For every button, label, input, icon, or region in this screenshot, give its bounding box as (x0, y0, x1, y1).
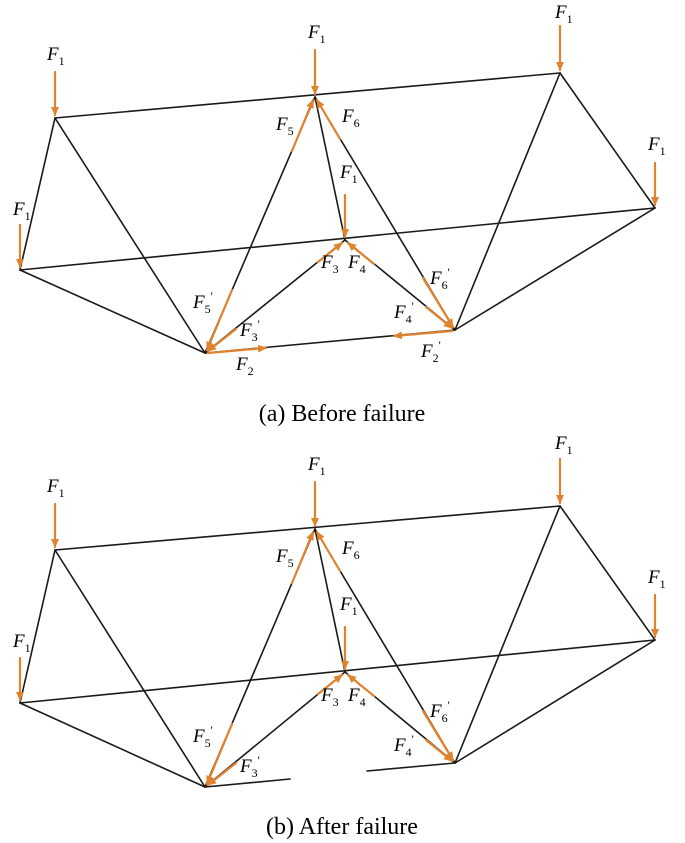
left-diagonal-back (54, 117, 206, 354)
left-diagonal-front (19, 269, 206, 354)
force-arrow-F5 (290, 98, 315, 153)
label-F1: F1 (46, 476, 65, 500)
label-F1: F1 (339, 594, 358, 618)
label-F1: F1 (46, 44, 65, 68)
label-F3-prime: F3' (239, 753, 260, 780)
label-F1: F1 (554, 433, 573, 457)
label-F4-prime: F4' (393, 732, 414, 759)
force-arrow-F6-prime (421, 709, 455, 762)
label-F6: F6 (341, 106, 360, 130)
left-diagonal-front (19, 702, 206, 788)
right-diagonal-back (454, 72, 561, 331)
force-arrow-F3-prime (206, 761, 238, 787)
right-diagonal-front (454, 639, 656, 764)
right-end-post (559, 72, 656, 209)
right-end-post (559, 505, 656, 641)
label-F6: F6 (341, 538, 360, 562)
force-arrow-F2-prime (392, 329, 454, 340)
label-F3: F3 (320, 252, 339, 276)
label-F1: F1 (647, 134, 666, 158)
truss-members (19, 505, 656, 788)
top-chord-back (54, 72, 561, 119)
left-end-post (19, 117, 56, 271)
label-F6-prime: F6' (429, 265, 450, 292)
label-F4-prime: F4' (393, 299, 414, 326)
label-F5-prime: F5' (192, 723, 213, 750)
bottom-chord-broken-right (366, 762, 456, 772)
label-F4: F4 (347, 252, 366, 276)
right-diagonal-front (454, 207, 656, 331)
left-diagonal-back (54, 549, 206, 788)
label-F6-prime: F6' (429, 698, 450, 725)
bottom-chord-broken-left (204, 778, 291, 788)
force-arrow-F3 (316, 241, 344, 264)
force-labels: F1 F1 F1 F1 F1 F1 F5 F6 F3 F4 F5' F3' F2… (12, 2, 666, 378)
top-chord-front (19, 207, 656, 271)
label-F3-prime: F3' (239, 317, 260, 344)
force-arrow-F5-prime (205, 288, 234, 352)
caption-before-failure: (a) Before failure (259, 401, 426, 427)
label-F1: F1 (647, 567, 666, 591)
force-arrow-F6 (315, 98, 342, 141)
force-labels: F1 F1 F1 F1 F1 F1 F5 F6 F3 F4 F5' F3' F6… (12, 433, 666, 780)
panel-after-failure: F1 F1 F1 F1 F1 F1 F5 F6 F3 F4 F5' F3' F6… (12, 433, 666, 840)
force-arrow-F6-prime (421, 276, 455, 329)
label-F5: F5 (275, 546, 294, 570)
force-arrow-F3 (316, 673, 344, 696)
label-F3: F3 (320, 685, 339, 709)
force-arrow-F4 (346, 241, 376, 266)
label-F2-prime: F2' (420, 338, 441, 365)
label-F1: F1 (307, 454, 326, 478)
force-arrow-F2 (206, 344, 268, 355)
center-post (314, 96, 346, 241)
label-F5: F5 (275, 114, 294, 138)
left-end-post (19, 549, 56, 704)
force-arrow-F5 (290, 530, 315, 585)
right-diagonal-back (454, 505, 561, 764)
label-F1: F1 (12, 631, 31, 655)
force-arrow-F4 (346, 673, 376, 698)
panel-before-failure: F1 F1 F1 F1 F1 F1 F5 F6 F3 F4 F5' F3' F2… (12, 2, 666, 427)
center-post (314, 528, 346, 673)
truss-members (19, 72, 656, 354)
label-F2: F2 (235, 354, 254, 378)
caption-after-failure: (b) After failure (266, 814, 418, 840)
force-arrows (16, 24, 659, 355)
label-F1: F1 (554, 2, 573, 26)
label-F1: F1 (12, 199, 31, 223)
force-arrow-F5-prime (205, 722, 234, 786)
top-chord-front (19, 639, 656, 704)
label-F4: F4 (347, 685, 366, 709)
top-chord-back (54, 505, 561, 551)
label-F5-prime: F5' (192, 289, 213, 316)
label-F1: F1 (339, 162, 358, 186)
force-arrows (16, 457, 659, 787)
force-arrow-F3-prime (206, 327, 238, 353)
label-F1: F1 (307, 22, 326, 46)
force-arrow-F6 (315, 530, 342, 573)
